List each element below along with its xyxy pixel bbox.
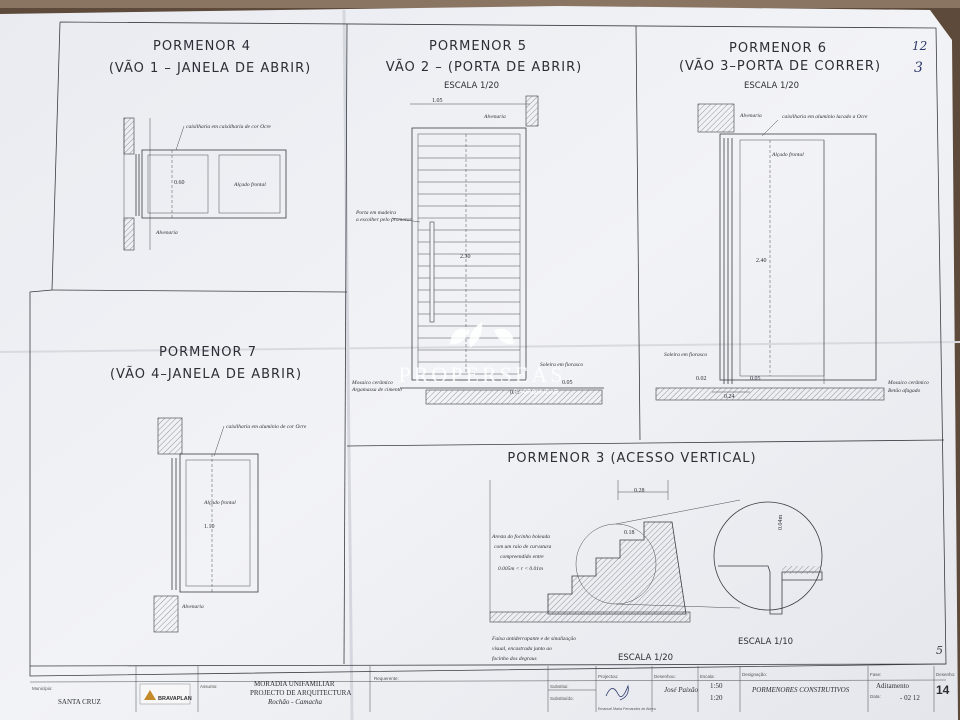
watermark: PROPERSEAS BY PROMUDAR — [399, 322, 566, 396]
pormenor-4-wall-note: Alvenaria — [155, 230, 178, 236]
pormenor-3-scale-1: ESCALA 1/20 — [618, 653, 673, 663]
pormenor-4-dim: 0.60 — [174, 180, 185, 186]
pormenor-5-sill-note: Soleira em fiorasco — [540, 361, 583, 368]
pormenor-5-mortar-note: Argamassa de cimento — [351, 387, 402, 393]
pormenor-7-frame-note: caixilharia em alumínio de cor Ocre — [226, 424, 307, 430]
pormenor-5-subtitle: VÃO 2 – (PORTA DE ABRIR) — [386, 59, 582, 75]
pormenor-7-elevation: Alçado frontal — [203, 499, 236, 506]
pormenor-7-title: PORMENOR 7 — [159, 345, 257, 360]
fase-label: Fase: — [870, 672, 881, 677]
pormenor-5: PORMENOR 5 VÃO 2 – (PORTA DE ABRIR) ESCA… — [351, 39, 604, 405]
escala-value-2: 1:20 — [710, 694, 723, 702]
pormenor-6-sill-note: Soleira em fiorasco — [664, 351, 707, 358]
signature — [605, 684, 629, 701]
paper-sheet — [0, 6, 958, 720]
pormenor-4: PORMENOR 4 (VÃO 1 – JANELA DE ABRIR) cai… — [109, 39, 311, 251]
municipio-label: Município: — [32, 686, 53, 691]
pormenor-4-frame-note: caixilharia em caixilharia de cor Ocre — [186, 124, 271, 130]
substituido-label: Substituído: — [550, 696, 574, 701]
pormenor-6-dim-3: 0.24 — [724, 394, 735, 400]
pormenor-6-dim-2: 0.05 — [750, 376, 761, 382]
pormenor-6-scale: ESCALA 1/20 — [744, 81, 799, 91]
desenho-label: Desenho: — [936, 672, 955, 677]
company-logo: BRAVAPLAN — [139, 683, 192, 705]
corner-subnumber: 3 — [914, 60, 923, 76]
pormenor-6-frame-note: caixilharia em alumínio lacado a Ocre — [782, 114, 868, 120]
requerente-label: Requerente: — [374, 676, 399, 681]
designacao-label: Designação: — [742, 672, 767, 677]
desenho-value: 14 — [936, 683, 950, 697]
pormenor-4-subtitle: (VÃO 1 – JANELA DE ABRIR) — [109, 60, 311, 76]
designacao-value: PORMENORES CONSTRUTIVOS — [751, 686, 850, 694]
fase-value: Aditamento — [876, 682, 910, 690]
pormenor-6: PORMENOR 6 (VÃO 3–PORTA DE CORRER) ESCAL… — [655, 41, 929, 401]
pormenor-3-note-5: Faixa antiderrapante e de sinalização — [491, 636, 576, 642]
pormenor-3: PORMENOR 3 (ACESSO VERTICAL) 0.28 0.18 0… — [489, 451, 823, 663]
pormenor-7-wall-note: Alvenaria — [181, 604, 204, 610]
pormenor-4-elevation: Alçado frontal — [233, 181, 266, 188]
pormenor-5-door-slats — [418, 145, 520, 363]
assunto-line-1: MORADIA UNIFAMILIAR — [254, 680, 335, 688]
pormenor-6-concrete-note: Betão afagado — [888, 387, 920, 394]
title-block: Município: SANTA CRUZ BRAVAPLAN Assunto:… — [29, 663, 955, 712]
pormenor-3-title: PORMENOR 3 (ACESSO VERTICAL) — [507, 451, 756, 466]
pormenor-4-title: PORMENOR 4 — [153, 39, 251, 54]
projectou-name: Emanuel Maria Fernandes de Abreu — [598, 707, 656, 711]
watermark-brand: PROPERSEAS — [399, 362, 566, 387]
corner-mark: 5 — [936, 644, 943, 657]
pormenor-6-height: 2.40 — [756, 258, 767, 264]
pormenor-6-tile-note: Mosaico cerâmico — [887, 380, 929, 386]
pormenor-5-title: PORMENOR 5 — [429, 39, 527, 54]
data-label: Data: — [870, 694, 881, 699]
pormenor-5-dim-1: 0.05 — [510, 390, 521, 396]
company-name: BRAVAPLAN — [158, 696, 192, 702]
assunto-line-2: PROJECTO DE ARQUITECTURA — [250, 689, 351, 697]
pormenor-3-detail-circle — [713, 501, 823, 611]
pormenor-5-dim-2: 0.05 — [562, 380, 573, 386]
pormenor-3-riser: 0.18 — [624, 530, 635, 536]
pormenor-7-subtitle: (VÃO 4–JANELA DE ABRIR) — [110, 366, 302, 382]
projectou-label: Projectou: — [598, 674, 618, 679]
escala-value-1: 1:50 — [710, 682, 723, 690]
desenhou-value: José Paixão — [664, 686, 699, 694]
pormenor-5-wall-note: Alvenaria — [483, 114, 506, 120]
pormenor-6-subtitle: (VÃO 3–PORTA DE CORRER) — [679, 58, 881, 74]
pormenor-3-scale-2: ESCALA 1/10 — [738, 637, 793, 647]
corner-number: 12 — [912, 39, 927, 53]
pormenor-3-tread: 0.28 — [634, 488, 645, 494]
pormenor-3-note-3: compreendido entre — [500, 554, 544, 560]
pormenor-5-tile-note: Mosaico cerâmico — [351, 380, 393, 386]
municipio-value: SANTA CRUZ — [58, 698, 101, 706]
pormenor-6-dim-1: 0.02 — [696, 376, 707, 382]
desenhou-label: Desenhou: — [654, 674, 676, 679]
pormenor-6-elevation: Alçado frontal — [771, 151, 804, 158]
escala-label: Escala: — [700, 674, 715, 679]
pormenor-3-note-1: Aresta do focinho boleada — [491, 533, 550, 540]
pormenor-3-note-6: visual, encastrada junto ao — [492, 646, 552, 652]
pormenor-6-wall-note: Alvenaria — [739, 113, 762, 119]
pormenor-3-note-7: focinho dos degraus — [492, 655, 537, 662]
substitui-label: Substitui: — [550, 684, 569, 689]
assunto-label: Assunto: — [200, 684, 218, 689]
pormenor-7-dim: 1.10 — [204, 524, 215, 530]
pormenor-3-nosing: 0.04m — [778, 515, 784, 531]
pormenor-3-note-2: com um raio de curvatura — [494, 544, 552, 550]
pormenor-5-scale: ESCALA 1/20 — [444, 81, 499, 91]
pormenor-5-door-note-2: a escolher pelo promotor — [356, 217, 412, 223]
pormenor-7: PORMENOR 7 (VÃO 4–JANELA DE ABRIR) caixi… — [110, 345, 307, 633]
pormenor-3-note-4: 0.005m < r < 0.01m — [498, 566, 543, 572]
pormenor-5-width: 1.05 — [432, 98, 443, 104]
pormenor-6-title: PORMENOR 6 — [729, 41, 827, 56]
pormenor-5-door-note-1: Porta em madeira — [355, 210, 396, 216]
watermark-sub: BY PROMUDAR — [514, 390, 559, 396]
assunto-line-3: Rochão - Camacha — [267, 698, 323, 706]
data-value: - 02 12 — [900, 694, 920, 702]
pormenor-5-height: 2.30 — [460, 254, 471, 260]
